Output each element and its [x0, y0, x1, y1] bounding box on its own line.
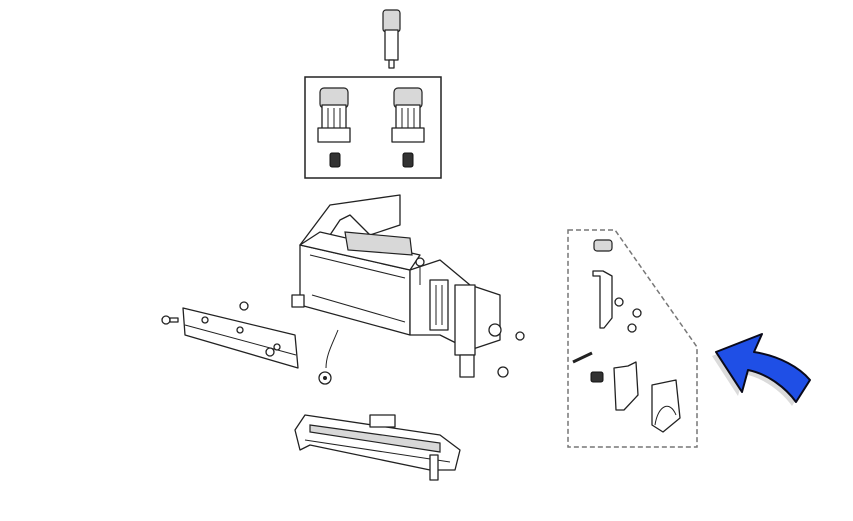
roller-right: [391, 87, 425, 168]
latch-lever: [613, 361, 639, 411]
printhead-bracket-assembly: [291, 194, 525, 378]
screws: [161, 301, 275, 357]
callout-arrow-icon: [712, 333, 811, 406]
latch-kit: [567, 229, 698, 448]
latch-bracket: [592, 270, 613, 329]
latch-cap: [593, 239, 613, 252]
side-plate: [182, 307, 299, 369]
roller-pair-box: [304, 76, 442, 179]
roller-left: [317, 87, 351, 168]
printhead: [294, 414, 461, 481]
pin: [382, 9, 401, 69]
ground-cable: [318, 329, 339, 385]
latch-pin: [572, 351, 593, 364]
latch-spring: [590, 371, 604, 383]
